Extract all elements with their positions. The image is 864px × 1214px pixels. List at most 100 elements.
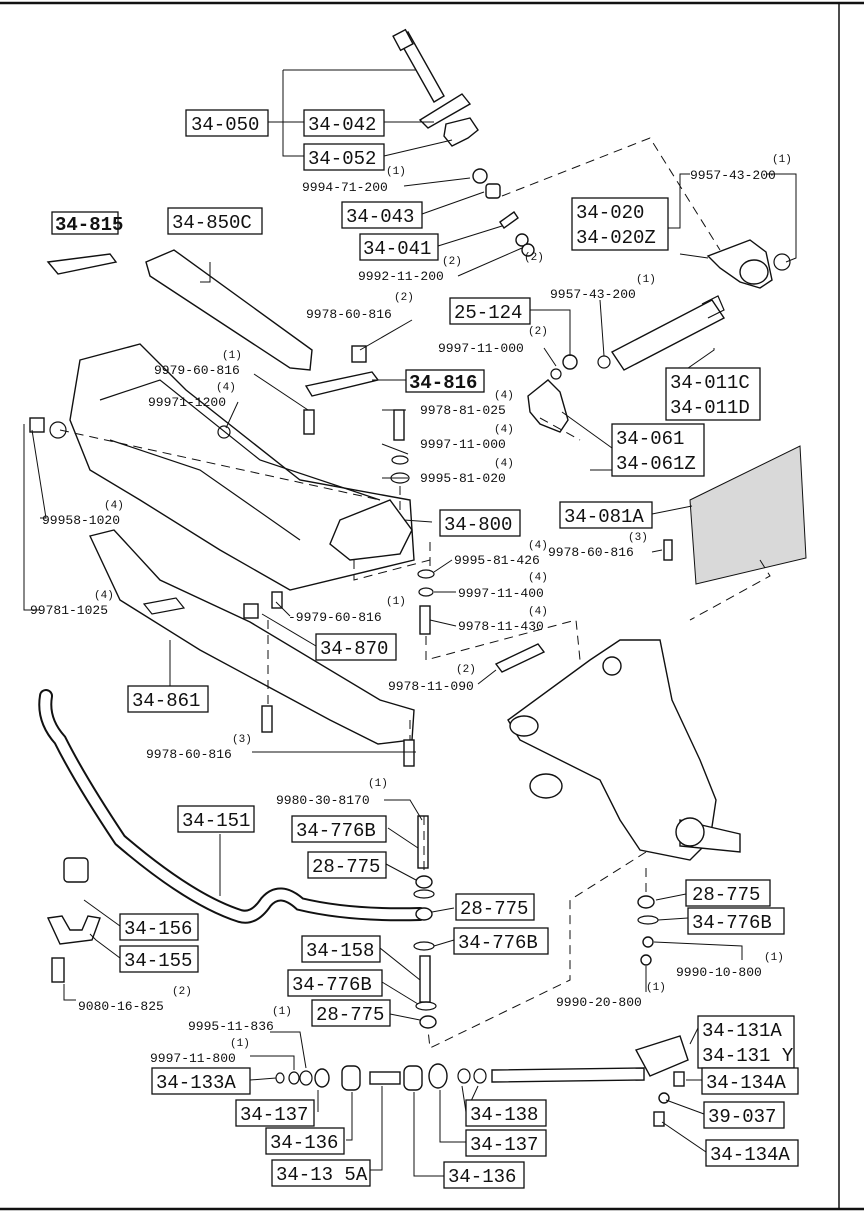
qty-99958: (4) xyxy=(104,500,124,512)
qty-99781: (4) xyxy=(94,590,114,602)
qty-9994: (1) xyxy=(386,166,406,178)
label-34-061: 34-061 xyxy=(616,428,684,450)
washer-34-133A xyxy=(275,1072,285,1084)
washer-34-137-b xyxy=(428,1063,448,1089)
bolt-9980-30-8170 xyxy=(417,815,429,869)
bolt-9978-60-816-b xyxy=(663,539,673,561)
label-34-136-a: 34-136 xyxy=(270,1132,338,1154)
label-34-041: 34-041 xyxy=(363,238,431,260)
label-9978-60-816-a: 9978-60-816 xyxy=(306,307,392,322)
qty-9997-a: (2) xyxy=(528,326,548,338)
label-34-850C: 34-850C xyxy=(172,212,252,234)
bolt-9978-60-816-a xyxy=(351,345,367,363)
nut-34-138-a xyxy=(457,1068,471,1084)
bracket-34-815 xyxy=(46,253,118,275)
qty-9080: (2) xyxy=(172,986,192,998)
label-28-775-a: 28-775 xyxy=(312,856,380,878)
bushing-28-775-a xyxy=(415,875,433,889)
bushing-28-775-b xyxy=(415,907,433,921)
label-34-158: 34-158 xyxy=(306,940,374,962)
bracket-34-816 xyxy=(304,371,380,397)
washer-99781 xyxy=(49,421,67,439)
crossmember-lower-edge xyxy=(109,439,301,541)
stabilizer-group xyxy=(38,689,659,1029)
crossmember-group xyxy=(29,249,435,635)
crossmember-edge xyxy=(99,379,381,501)
nut-9990-10-800 xyxy=(642,936,654,948)
label-9995-11-836: 9995-11-836 xyxy=(188,1019,274,1034)
pitman-arm-group xyxy=(527,239,807,585)
shield-34-850C xyxy=(145,249,313,371)
label-25-124: 25-124 xyxy=(454,302,522,324)
label-34-776B-a: 34-776B xyxy=(296,820,376,842)
quantity-labels: (1) (2) (2) (1) (1) (2) (2) (1) (4) (4) … xyxy=(94,154,792,1050)
label-9997-11-400: 9997-11-400 xyxy=(458,586,544,601)
qty-9995-426: (4) xyxy=(528,540,548,552)
label-34-050: 34-050 xyxy=(191,114,259,136)
qty-9997-11-800: (1) xyxy=(230,1038,250,1050)
washer-9997-11-800 xyxy=(288,1071,300,1085)
label-34-861: 34-861 xyxy=(132,690,200,712)
label-9994-71-200: 9994-71-200 xyxy=(302,180,388,195)
spacer-34-135A xyxy=(369,1071,401,1085)
bushing-34-136-a xyxy=(341,1065,361,1091)
bushing-34-136-b xyxy=(403,1065,423,1091)
label-34-131A: 34-131A xyxy=(702,1020,782,1042)
control-arm-group xyxy=(494,639,741,861)
beam-slot xyxy=(142,597,186,615)
bolt-9979-60-816-a xyxy=(303,409,315,435)
label-99781-1025: 99781-1025 xyxy=(30,603,108,618)
label-9957-43-200-b: 9957-43-200 xyxy=(550,287,636,302)
strut-rod-bracket-34-131A xyxy=(634,1035,689,1077)
nut-9992-b xyxy=(521,243,535,257)
strut-rod-group xyxy=(275,1035,689,1127)
qty-9990-20: (1) xyxy=(646,982,666,994)
label-9992-11-200: 9992-11-200 xyxy=(358,269,444,284)
qty-99971: (4) xyxy=(216,382,236,394)
washer-9995-81-426 xyxy=(417,569,435,579)
qty-9997-400: (4) xyxy=(528,572,548,584)
label-34-081A: 34-081A xyxy=(564,506,644,528)
bolt-head xyxy=(392,28,414,52)
bolt-99958 xyxy=(29,417,45,433)
qty-9957-b: (1) xyxy=(636,274,656,286)
label-34-131Y: 34-131 Y xyxy=(702,1045,794,1067)
label-34-061Z: 34-061Z xyxy=(616,453,696,475)
bolt-9978-60-816-c-a xyxy=(261,705,273,733)
strut-rod xyxy=(491,1067,645,1083)
label-34-776B-c: 34-776B xyxy=(292,974,372,996)
qty-9978-60-816-c: (3) xyxy=(232,734,252,746)
label-9978-60-816-b: 9978-60-816 xyxy=(548,545,634,560)
mount-34-800 xyxy=(329,499,413,561)
crossmember-body xyxy=(69,343,415,591)
washer-34-137-a xyxy=(314,1068,330,1088)
label-9957-43-200-a: 9957-43-200 xyxy=(690,168,776,183)
stabilizer-bar-inner xyxy=(40,691,425,922)
label-34-870: 34-870 xyxy=(320,638,388,660)
label-9978-11-090: 9978-11-090 xyxy=(388,679,474,694)
label-34-155: 34-155 xyxy=(124,950,192,972)
label-34-020Z: 34-020Z xyxy=(576,227,656,249)
label-9979-60-816-a: 9979-60-816 xyxy=(154,363,240,378)
label-34-776B-d: 34-776B xyxy=(692,912,772,934)
washer-34-776B-d xyxy=(637,915,659,925)
washer-34-776B-c xyxy=(415,1001,437,1011)
qty-9978-60-816-b: (3) xyxy=(628,532,648,544)
label-39-037: 39-037 xyxy=(708,1106,776,1128)
label-34-134A-b: 34-134A xyxy=(710,1144,790,1166)
control-arm-bushing xyxy=(509,715,539,737)
qty-34-041: (2) xyxy=(524,252,544,264)
bolt-9979-60-816-b xyxy=(271,591,283,609)
spacer-34-158 xyxy=(419,955,431,1003)
bolt-9978-81-025 xyxy=(393,409,405,441)
nut-9994 xyxy=(472,168,488,184)
label-34-052: 34-052 xyxy=(308,148,376,170)
spindle-hub xyxy=(675,817,705,847)
qty-9979-a: (1) xyxy=(222,350,242,362)
label-9995-81-426: 9995-81-426 xyxy=(454,553,540,568)
plate-34-042 xyxy=(418,93,472,129)
boxed-labels: 34-050 34-042 34-052 34-043 34-041 34-02… xyxy=(51,109,799,1189)
bolt-9978-11-090 xyxy=(494,643,546,673)
bushing-34-043 xyxy=(485,183,501,199)
